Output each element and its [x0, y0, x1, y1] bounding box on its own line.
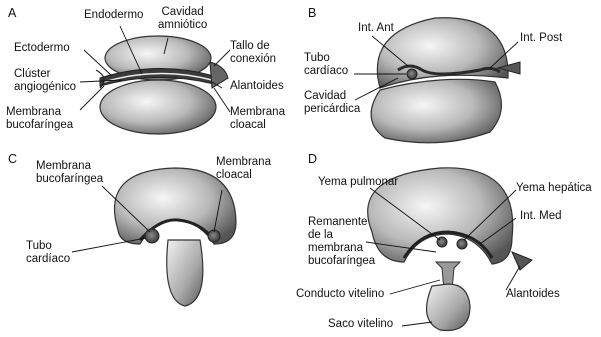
- panel-d-letter: D: [308, 152, 317, 166]
- leader-saco-vitelino: [402, 322, 432, 326]
- panel-a-drawing: [96, 36, 228, 134]
- label-conducto-vitelino: Conducto vitelino: [296, 288, 384, 301]
- label-tallo-conexion: Tallo de conexión: [230, 40, 276, 66]
- label-int-med: Int. Med: [520, 210, 562, 223]
- panel-a-letter: A: [8, 6, 16, 20]
- panel-a-yolk-sac: [100, 80, 216, 134]
- panel-b-yolk-sac: [371, 79, 501, 142]
- label-yema-pulmonar: Yema pulmonar: [318, 176, 398, 189]
- label-ectodermo: Ectodermo: [14, 42, 70, 55]
- panel-c-heart-tube: [145, 229, 159, 243]
- label-cavidad-pericardica: Cavidad pericárdica: [304, 90, 360, 116]
- panel-d-allantois: [512, 252, 532, 270]
- label-membrana-cloacal-a: Membrana cloacal: [230, 106, 285, 132]
- panel-b-letter: B: [308, 6, 316, 20]
- leader-alantoides-d: [506, 266, 520, 290]
- panel-c-drawing: [115, 168, 236, 306]
- panel-d-liver-bud: [457, 239, 467, 249]
- panel-a-connecting-stalk: [210, 62, 228, 88]
- panel-c-yolk-sac: [167, 240, 203, 306]
- panel-d-yolk-sac: [427, 284, 470, 331]
- leader-tubo-cardiaco-c: [72, 238, 146, 252]
- label-yema-hepatica: Yema hepática: [516, 182, 592, 195]
- label-endodermo: Endodermo: [84, 9, 143, 22]
- label-cavidad-amniotica: Cavidad amniótico: [158, 6, 207, 32]
- label-membrana-bucofaringea-c: Membrana bucofaríngea: [36, 160, 103, 186]
- panel-b-amnion: [377, 18, 508, 88]
- label-tubo-cardiaco-b: Tubo cardíaco: [304, 52, 348, 78]
- label-int-ant: Int. Ant: [358, 22, 394, 35]
- label-membrana-cloacal-c: Membrana cloacal: [216, 156, 271, 182]
- label-remanente: Remanente de la membrana bucofaríngea: [308, 216, 375, 268]
- label-tubo-cardiaco-c: Tubo cardíaco: [26, 240, 70, 266]
- label-alantoides-a: Alantoides: [230, 80, 284, 93]
- panel-c-letter: C: [8, 152, 17, 166]
- label-cluster-angiogenico: Clúster angiogénico: [14, 68, 76, 94]
- panel-b-heart-tube: [407, 69, 417, 79]
- label-int-post: Int. Post: [520, 32, 562, 45]
- label-alantoides-d: Alantoides: [506, 288, 560, 301]
- label-membrana-bucofaringea-a: Membrana bucofaríngea: [6, 106, 73, 132]
- leader-tallo-conexion: [214, 50, 230, 66]
- panel-d-drawing: [368, 168, 532, 331]
- label-saco-vitelino: Saco vitelino: [328, 318, 393, 331]
